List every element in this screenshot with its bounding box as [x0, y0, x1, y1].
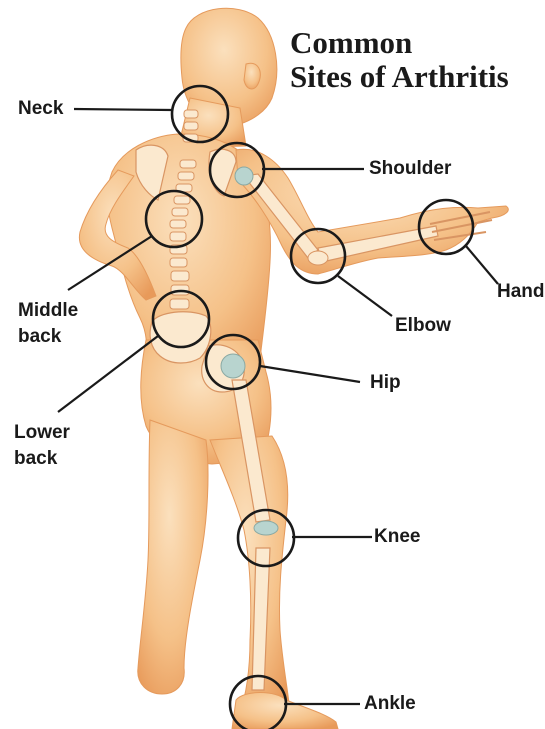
title-line-2: Sites of Arthritis: [290, 59, 509, 94]
label-lower-back-line-2: back: [14, 447, 57, 471]
elbow-leader: [338, 276, 392, 316]
label-neck: Neck: [18, 97, 63, 121]
body-silhouette: [79, 8, 508, 729]
label-knee: Knee: [374, 525, 420, 549]
label-shoulder: Shoulder: [369, 157, 451, 181]
label-lower-back-line-1: Lower: [14, 421, 70, 445]
label-elbow: Elbow: [395, 314, 451, 338]
label-middle-back-line-1: Middle: [18, 299, 78, 323]
label-hand: Hand: [497, 280, 545, 304]
title-line-1: Common: [290, 25, 412, 60]
label-middle-back-line-2: back: [18, 325, 61, 349]
diagram-title: Common Sites of Arthritis: [290, 26, 509, 94]
label-ankle: Ankle: [364, 692, 416, 716]
neck-leader: [74, 109, 172, 110]
hand-leader: [466, 246, 498, 284]
hip-leader: [260, 366, 360, 382]
label-hip: Hip: [370, 371, 401, 395]
